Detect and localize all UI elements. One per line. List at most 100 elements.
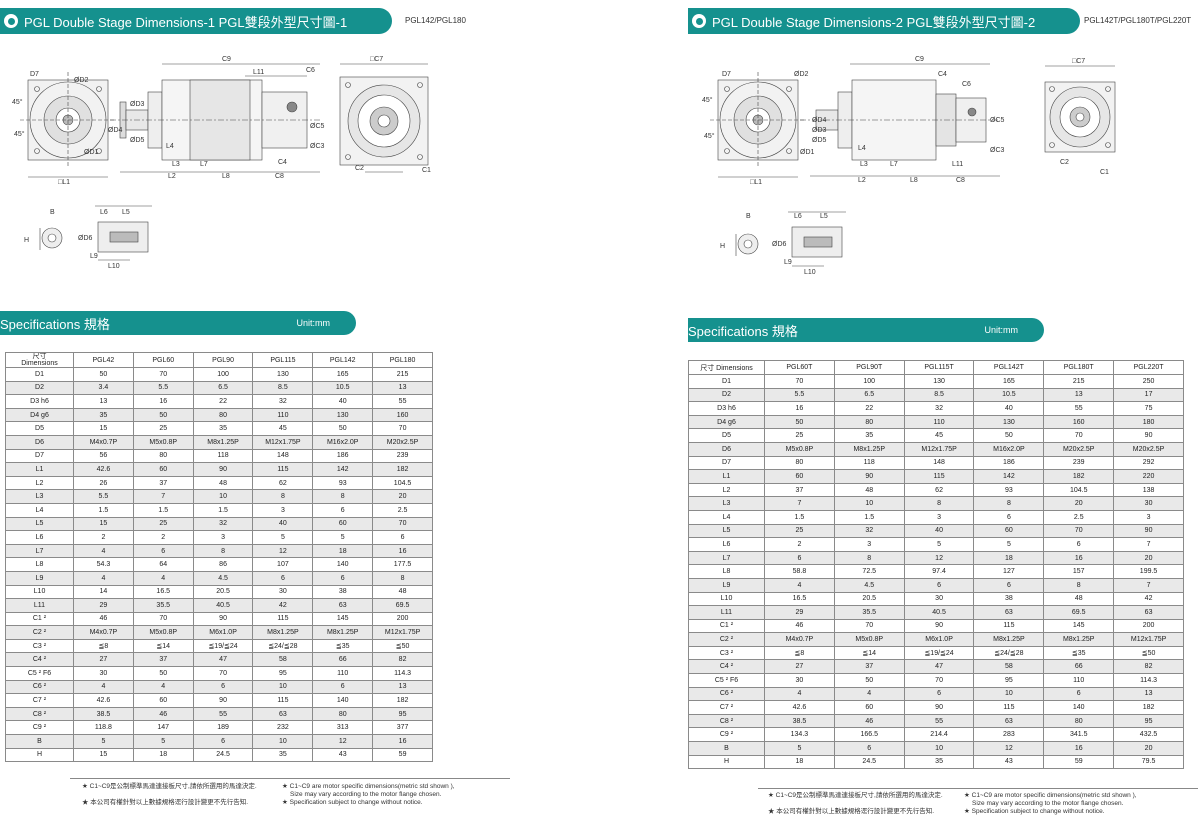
- value-cell: 55: [1043, 401, 1115, 416]
- dimensions-column-header: 尺寸 Dimensions: [688, 360, 765, 375]
- value-cell: 35.5: [833, 605, 905, 620]
- unit-label-1: Unit:mm: [296, 318, 331, 328]
- value-cell: 16: [372, 734, 433, 749]
- value-cell: 110: [252, 407, 314, 423]
- value-cell: 10: [252, 679, 314, 695]
- value-cell: 50: [833, 673, 905, 688]
- label-deg-2: 45°: [14, 130, 25, 138]
- value-cell: M20x2.5P: [372, 434, 433, 450]
- label-c7: □C7: [370, 56, 383, 63]
- value-cell: 60: [764, 469, 835, 484]
- label-c6: C6: [962, 81, 971, 88]
- row-label-cell: L1: [688, 469, 765, 484]
- row-label-cell: D6: [688, 441, 765, 457]
- label-c5: ØC5: [310, 123, 325, 130]
- value-cell: 37: [132, 475, 194, 491]
- value-cell: 148: [252, 448, 314, 464]
- value-cell: 10: [973, 686, 1045, 702]
- value-cell: M8x1.25P: [312, 625, 374, 640]
- value-cell: 160: [372, 407, 433, 423]
- value-cell: 32: [833, 523, 905, 539]
- value-cell: ≦14: [132, 638, 194, 654]
- row-label-cell: D2: [5, 380, 74, 396]
- value-cell: M12x1.75P: [1113, 632, 1184, 647]
- value-cell: 17: [1113, 387, 1184, 403]
- value-cell: 180: [1113, 414, 1184, 430]
- value-cell: 16: [132, 394, 194, 409]
- row-label-cell: C7 ²: [5, 693, 74, 708]
- specifications-title-1: Specifications 規格: [0, 316, 110, 332]
- value-cell: 42: [252, 598, 314, 613]
- value-cell: 232: [252, 720, 314, 736]
- value-cell: 90: [1113, 428, 1184, 443]
- label-l3: L3: [860, 161, 868, 168]
- row-label-cell: H: [688, 754, 765, 770]
- value-cell: ≦50: [1113, 645, 1184, 661]
- value-cell: 60: [132, 693, 194, 708]
- side-body-view: [110, 63, 320, 173]
- value-cell: 12: [312, 734, 374, 749]
- value-cell: 60: [132, 462, 194, 477]
- value-cell: 8.5: [903, 387, 975, 403]
- bullet-icon: [4, 14, 18, 28]
- value-cell: 7: [1113, 537, 1184, 552]
- label-l1: □L1: [58, 179, 70, 186]
- value-cell: 50: [132, 666, 194, 681]
- value-cell: 15: [73, 516, 134, 532]
- value-cell: M12x1.75P: [252, 434, 314, 450]
- value-cell: 55: [372, 394, 433, 409]
- value-cell: 90: [1113, 523, 1184, 539]
- label-d2: ØD2: [794, 71, 809, 78]
- value-cell: 13: [372, 380, 433, 396]
- label-l11: L11: [253, 69, 264, 76]
- row-label-cell: L1: [5, 462, 74, 477]
- value-cell: 95: [973, 673, 1045, 688]
- row-label-cell: D1: [5, 367, 74, 382]
- value-cell: 6: [903, 686, 975, 702]
- value-cell: 5.5: [132, 380, 194, 396]
- label-c1: C1: [1100, 169, 1109, 176]
- row-label-cell: C1 ²: [688, 618, 765, 634]
- value-cell: 104.5: [372, 475, 433, 491]
- value-cell: 80: [312, 706, 374, 722]
- value-cell: 12: [973, 741, 1045, 756]
- value-cell: 186: [312, 448, 374, 464]
- value-cell: 22: [833, 401, 905, 416]
- dimension-drawing-1: C9 C6 □C7 L11 D7 ØD2 45° 45° ØD1 ØD4 ØD3…: [10, 52, 450, 277]
- value-cell: 104.5: [1043, 482, 1115, 498]
- value-cell: 38.5: [73, 706, 134, 722]
- row-label-cell: C5 ² F6: [5, 666, 74, 681]
- label-d5: ØD5: [812, 137, 827, 144]
- label-d5: ØD5: [130, 137, 145, 144]
- key-detail-view: [735, 211, 846, 267]
- dimension-drawing-2: C9 C4 C6 □C7 D7 ØD2 45° 45° ØD1 ØD4 ØD3 …: [700, 52, 1140, 282]
- value-cell: 70: [372, 421, 433, 436]
- value-cell: 7: [1113, 577, 1184, 593]
- row-label-cell: D1: [688, 374, 765, 389]
- value-cell: 13: [1043, 387, 1115, 403]
- value-cell: 47: [192, 652, 254, 668]
- specifications-header-2: Specifications 規格 Unit:mm: [688, 318, 1044, 342]
- value-cell: 80: [833, 414, 905, 430]
- label-c1: C1: [422, 167, 431, 174]
- value-cell: 8: [973, 496, 1045, 511]
- value-cell: 16: [1043, 550, 1115, 566]
- value-cell: ≦24/≦28: [252, 638, 314, 654]
- value-cell: 70: [192, 666, 254, 681]
- row-label-cell: L6: [5, 530, 74, 545]
- value-cell: 40: [973, 401, 1045, 416]
- value-cell: 24.5: [192, 747, 254, 763]
- value-cell: 30: [903, 591, 975, 607]
- label-l4: L4: [858, 145, 866, 152]
- value-cell: 5: [73, 734, 134, 749]
